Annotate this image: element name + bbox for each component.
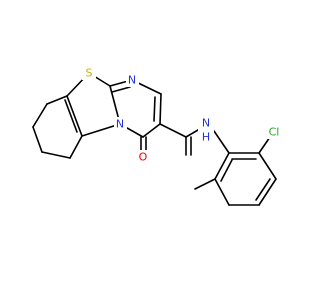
bond <box>214 152 230 180</box>
bond <box>69 135 83 159</box>
bond <box>41 151 71 159</box>
oxygen-atom-label: O <box>139 151 148 164</box>
bond <box>32 126 43 153</box>
bond <box>258 178 277 206</box>
bond <box>258 136 271 154</box>
oxygen-atom: O <box>137 150 150 164</box>
bond <box>258 152 277 180</box>
bond <box>159 123 187 138</box>
bond <box>66 95 83 137</box>
bond <box>153 96 156 122</box>
molecule-structure-diagram: S N N O N H Cl <box>32 66 282 206</box>
nitrogen-atom-label: N <box>116 118 124 131</box>
bond <box>255 178 271 201</box>
amide-nh-group: N H <box>198 116 214 144</box>
sulfur-atom-label: S <box>86 67 93 80</box>
bond-layer <box>32 72 277 206</box>
amide-nitrogen-label: N <box>202 117 210 130</box>
bond <box>214 178 230 206</box>
nitrogen-atom-label: N <box>128 74 136 87</box>
bond <box>64 99 78 133</box>
nitrogen-atom-bridgehead: N <box>114 117 127 131</box>
nitrogen-atom-ring: N <box>126 73 139 87</box>
bond <box>185 129 199 138</box>
bond <box>32 103 48 128</box>
bond <box>220 159 233 182</box>
bond <box>46 95 68 105</box>
bond <box>81 123 121 137</box>
bond <box>142 123 161 138</box>
bond <box>111 86 131 93</box>
atom-label-layer: S N N O N H Cl <box>82 66 282 164</box>
amide-hydrogen-label: H <box>202 131 210 144</box>
bond <box>159 93 162 125</box>
bond <box>213 130 230 154</box>
chlorine-atom-label: Cl <box>269 126 280 139</box>
bond <box>194 178 216 190</box>
chlorine-atom: Cl <box>265 125 282 139</box>
sulfur-atom: S <box>82 66 96 80</box>
